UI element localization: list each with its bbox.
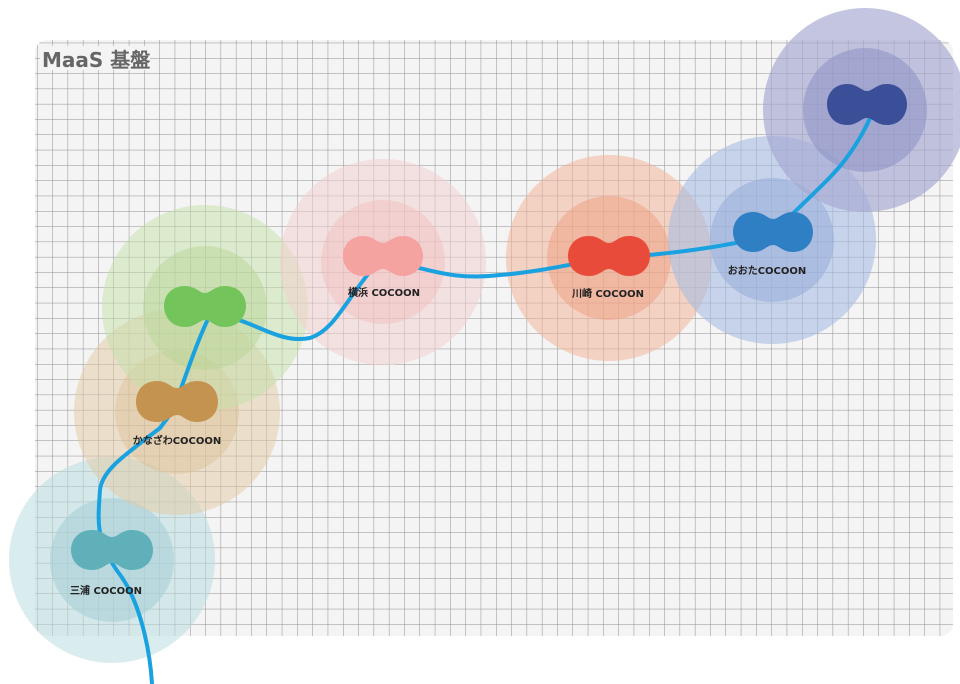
node-navy[interactable] xyxy=(827,84,907,125)
node-shape xyxy=(71,530,153,570)
node-kanazawa[interactable]: かなざわCOCOON xyxy=(133,381,222,447)
node-oota[interactable]: おおたCOCOON xyxy=(728,212,813,277)
node-kawasaki[interactable]: 川崎 COCOON xyxy=(568,236,650,300)
node-shape xyxy=(164,286,246,327)
node-miura[interactable]: 三浦 COCOON xyxy=(70,530,153,597)
node-shape xyxy=(136,381,218,422)
node-label: 横浜 COCOON xyxy=(348,286,420,299)
node-yokohama[interactable]: 横浜 COCOON xyxy=(343,236,423,299)
node-green[interactable] xyxy=(164,286,246,327)
node-label: 三浦 COCOON xyxy=(70,584,142,597)
node-shape xyxy=(568,236,650,276)
node-shape xyxy=(827,84,907,125)
page-title: MaaS 基盤 xyxy=(42,48,151,72)
node-shape xyxy=(733,212,813,252)
node-label: おおたCOCOON xyxy=(728,265,807,277)
title-backdrop xyxy=(40,46,150,70)
node-shape xyxy=(343,236,423,276)
node-label: かなざわCOCOON xyxy=(133,434,222,447)
node-label: 川崎 COCOON xyxy=(571,287,644,300)
